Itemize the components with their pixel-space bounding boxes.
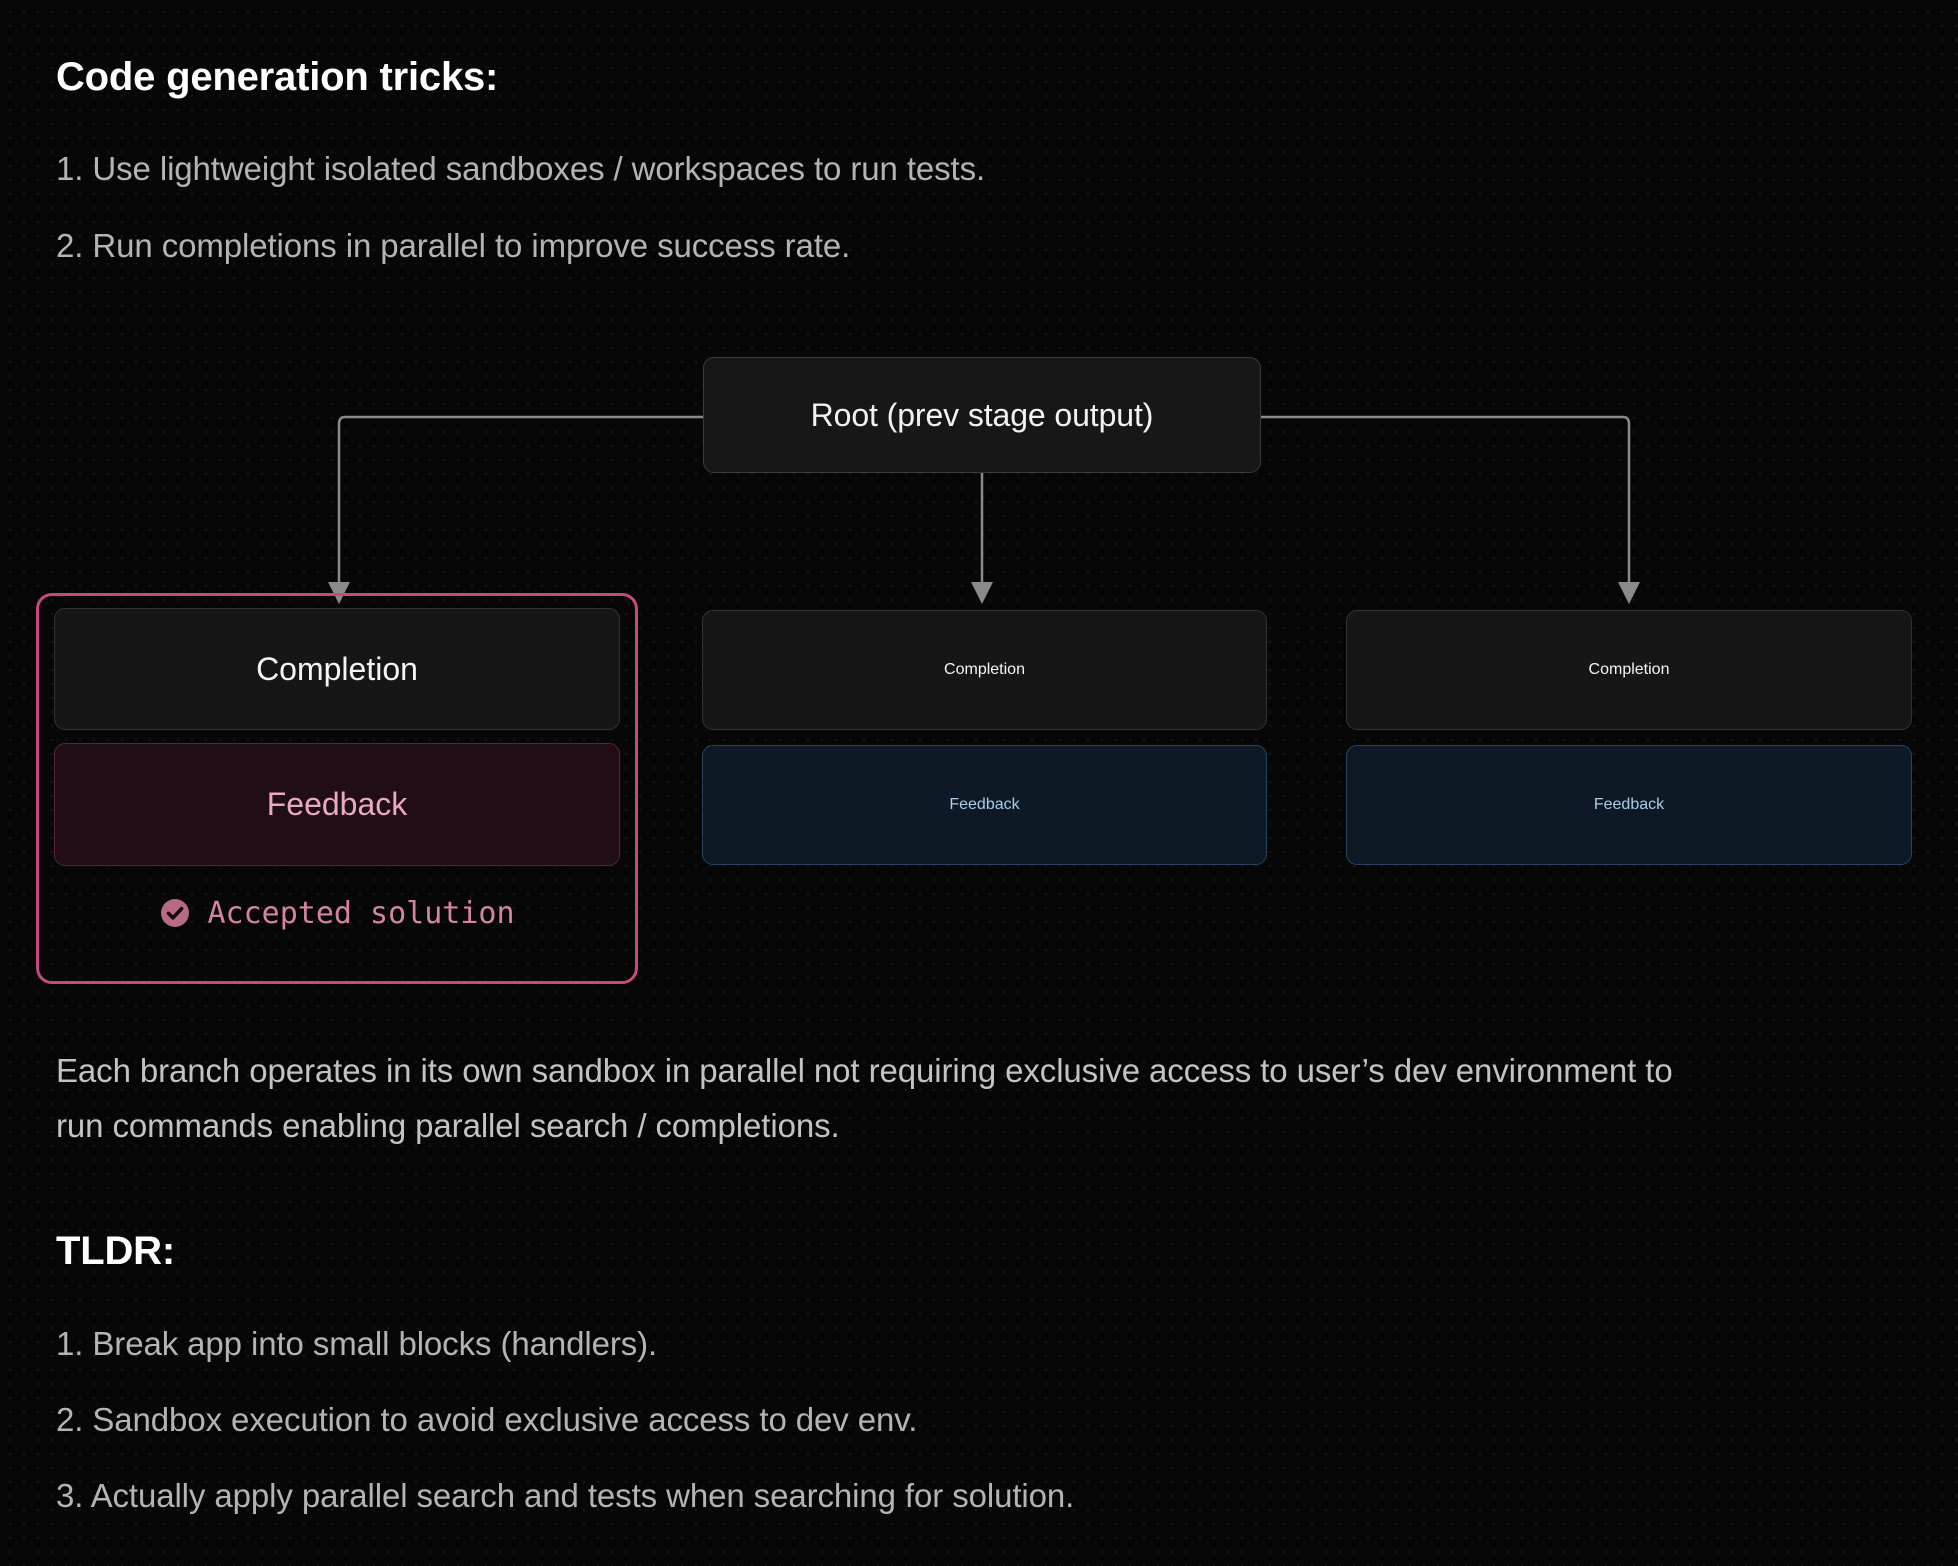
explainer-paragraph: Each branch operates in its own sandbox …	[56, 1052, 1673, 1144]
feedback-node-3-label: Feedback	[1593, 796, 1665, 813]
feedback-node-3[interactable]: Feedback	[1346, 745, 1912, 865]
completion-node-2[interactable]: Completion	[702, 610, 1267, 730]
tldr-list-item-3: 3. Actually apply parallel search and te…	[56, 1477, 1075, 1514]
trick-list-item-1: 1. Use lightweight isolated sandboxes / …	[56, 150, 986, 187]
code-generation-tricks-heading: Code generation tricks:	[56, 55, 499, 99]
parallel-completion-diagram: Root (prev stage output) Completion Feed…	[0, 340, 1958, 1000]
trick-list-item-2: 2. Run completions in parallel to improv…	[56, 227, 851, 264]
feedback-node-2[interactable]: Feedback	[702, 745, 1267, 865]
completion-node-3[interactable]: Completion	[1346, 610, 1912, 730]
feedback-node-2-label: Feedback	[949, 796, 1020, 813]
completion-node-3-label: Completion	[1588, 661, 1670, 678]
completion-node-1-label: Completion	[256, 650, 418, 687]
root-node-label: Root (prev stage output)	[810, 396, 1154, 433]
arrowhead-center	[971, 582, 993, 604]
check-circle-icon	[161, 899, 190, 927]
branch-card-accepted[interactable]	[36, 593, 638, 984]
feedback-node-1[interactable]: Feedback	[54, 743, 620, 866]
tldr-heading: TLDR:	[56, 1229, 175, 1273]
completion-node-1[interactable]: Completion	[54, 608, 620, 730]
arrowhead-right	[1618, 582, 1640, 604]
accepted-solution-badge: Accepted solution	[54, 883, 620, 943]
tldr-list-item-1: 1. Break app into small blocks (handlers…	[56, 1325, 658, 1362]
tldr-list-item-2: 2. Sandbox execution to avoid exclusive …	[56, 1401, 918, 1438]
completion-node-2-label: Completion	[944, 661, 1025, 678]
feedback-node-1-label: Feedback	[266, 786, 408, 822]
accepted-solution-label: Accepted solution	[207, 895, 515, 931]
root-node[interactable]: Root (prev stage output)	[703, 357, 1261, 473]
